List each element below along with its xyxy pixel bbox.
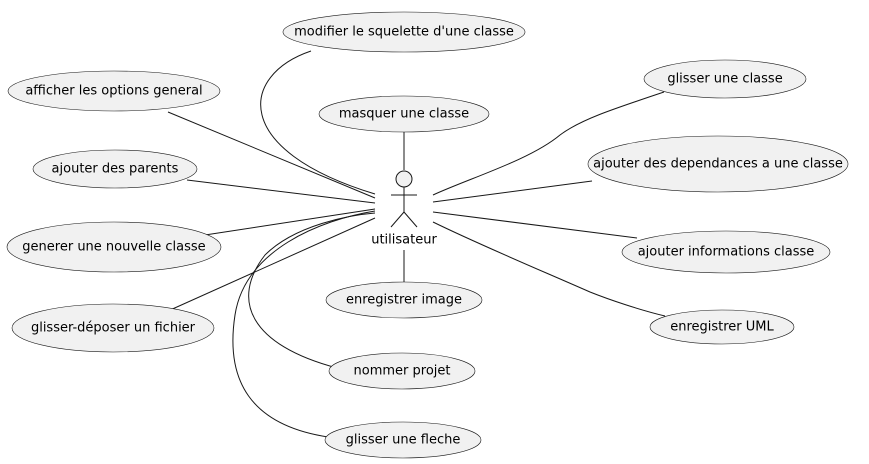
- actor-utilisateur: utilisateur: [371, 170, 437, 248]
- association-squelette: [260, 50, 376, 195]
- use-case-masquer: masquer une classe: [318, 95, 490, 133]
- use-case-projet-label: nommer projet: [354, 364, 451, 379]
- use-case-options: afficher les options general: [7, 70, 221, 112]
- association-options: [167, 111, 376, 199]
- actor-right-leg: [403, 211, 418, 228]
- association-uml: [432, 221, 666, 317]
- use-case-fichier: glisser-déposer un fichier: [11, 303, 215, 353]
- actor-label: utilisateur: [371, 233, 437, 248]
- association-fichier: [167, 217, 376, 312]
- use-case-projet: nommer projet: [328, 352, 476, 390]
- use-case-informations: ajouter informations classe: [621, 230, 831, 274]
- use-case-uml-ellipse: [649, 309, 795, 345]
- use-case-parents-label: ajouter des parents: [52, 162, 179, 177]
- use-case-options-label: afficher les options general: [25, 84, 202, 99]
- actor-left-leg: [390, 211, 405, 228]
- use-case-dependances-ellipse: [587, 135, 849, 193]
- association-fleche: [232, 210, 376, 438]
- use-case-fichier-ellipse: [11, 303, 215, 353]
- use-case-image-label: enregistrer image: [346, 293, 462, 308]
- use-case-parents-ellipse: [32, 149, 198, 189]
- use-case-nouvelle-label: generer une nouvelle classe: [22, 240, 205, 255]
- use-case-squelette-ellipse: [282, 11, 526, 53]
- use-case-masquer-label: masquer une classe: [339, 107, 469, 122]
- use-case-glisser-classe-label: glisser une classe: [667, 72, 782, 87]
- use-case-dependances: ajouter des dependances a une classe: [587, 135, 849, 193]
- use-case-image-ellipse: [325, 281, 483, 319]
- use-case-fleche: glisser une fleche: [324, 421, 482, 459]
- association-glisser-classe: [432, 91, 665, 196]
- use-case-squelette: modifier le squelette d'une classe: [282, 11, 526, 53]
- use-case-nouvelle-ellipse: [6, 221, 222, 273]
- use-case-options-ellipse: [7, 70, 221, 112]
- use-case-glisser-classe-ellipse: [643, 59, 807, 99]
- use-case-parents: ajouter des parents: [32, 149, 198, 189]
- use-case-fichier-label: glisser-déposer un fichier: [31, 321, 196, 336]
- use-case-dependances-label: ajouter des dependances a une classe: [593, 157, 843, 172]
- associations: [167, 50, 666, 438]
- use-case-fleche-ellipse: [324, 421, 482, 459]
- use-case-squelette-label: modifier le squelette d'une classe: [294, 25, 514, 40]
- association-parents: [186, 179, 376, 204]
- use-case-informations-ellipse: [621, 230, 831, 274]
- association-dependances: [432, 180, 593, 203]
- use-case-uml-label: enregistrer UML: [670, 320, 774, 335]
- use-case-informations-label: ajouter informations classe: [638, 245, 815, 260]
- use-case-uml: enregistrer UML: [649, 309, 795, 345]
- association-informations: [432, 211, 638, 239]
- use-case-fleche-label: glisser une fleche: [346, 433, 461, 448]
- use-case-masquer-ellipse: [318, 95, 490, 133]
- use-case-projet-ellipse: [328, 352, 476, 390]
- actor-head: [395, 170, 413, 188]
- association-nouvelle: [204, 208, 376, 236]
- use-case-image: enregistrer image: [325, 281, 483, 319]
- use-case-nouvelle: generer une nouvelle classe: [6, 221, 222, 273]
- use-case-glisser-classe: glisser une classe: [643, 59, 807, 99]
